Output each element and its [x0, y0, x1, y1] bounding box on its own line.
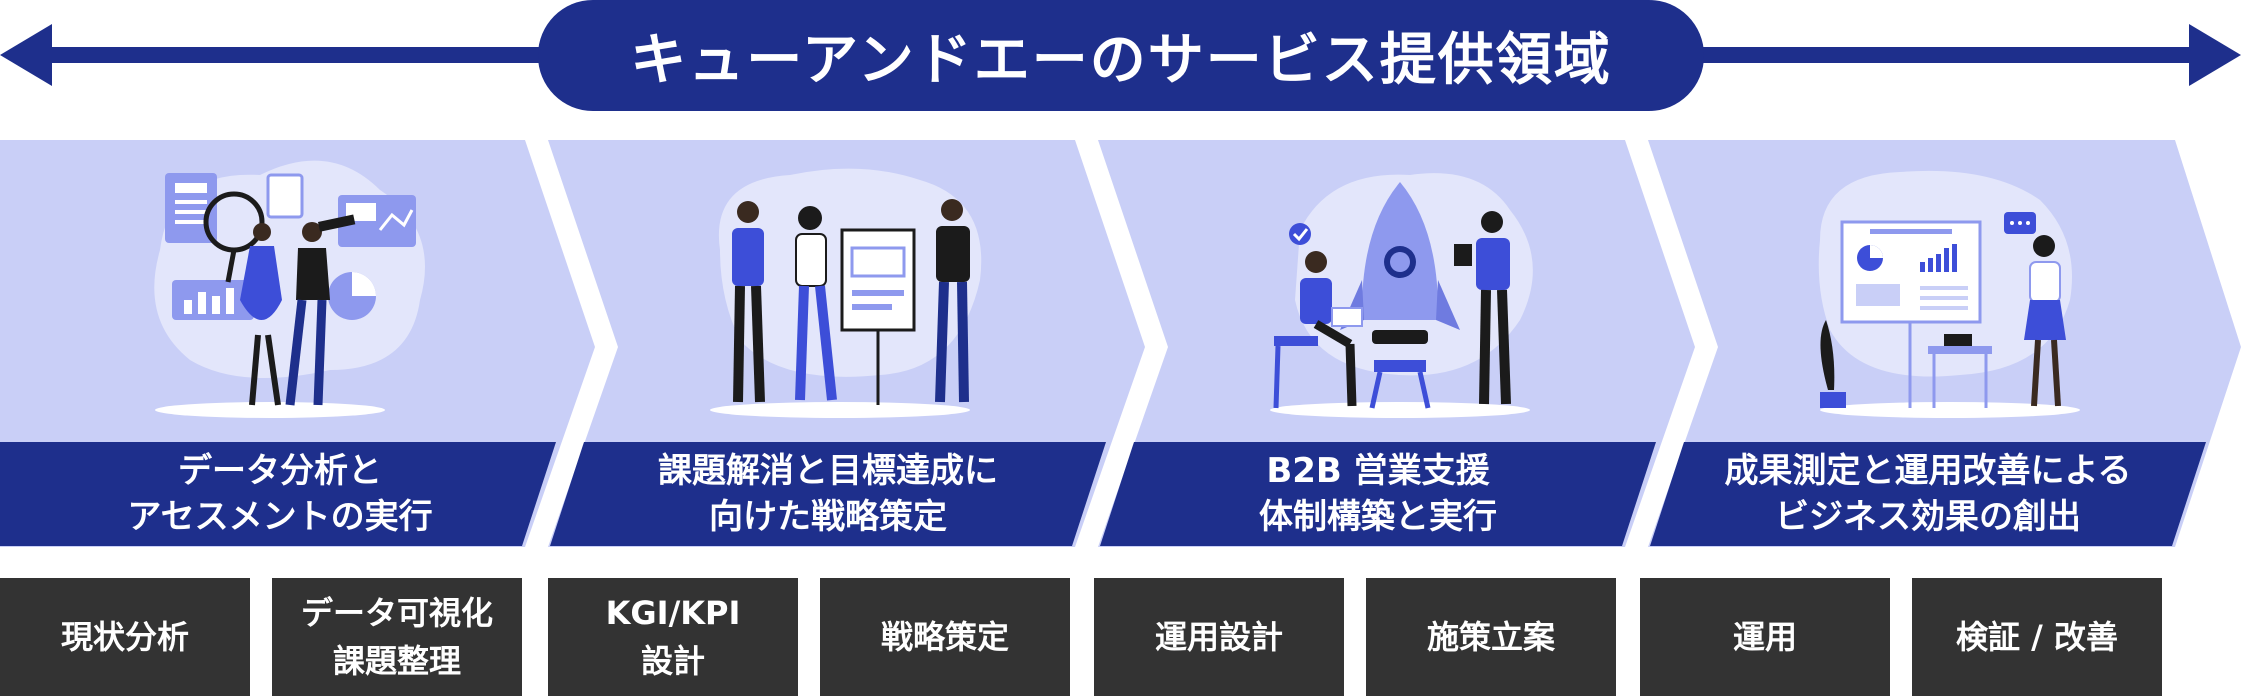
title-pill [538, 0, 1704, 111]
arrow-right-head-icon [2189, 24, 2241, 86]
tag-measure-planning: 施策立案 [1366, 578, 1616, 696]
stage-caption-line: B2B 営業支援 [1266, 451, 1490, 491]
arrow-left-head-icon [0, 24, 52, 86]
tag-line: データ可視化 [300, 594, 493, 632]
tag-kgi-kpi: KGI/KPI 設計 [548, 578, 798, 696]
file-icon [266, 173, 304, 219]
stage-3-caption: B2B 営業支援 体制構築と実行 [1118, 442, 1638, 546]
tag-line: 施策立案 [1426, 618, 1555, 656]
presentation-illustration [1818, 170, 2080, 418]
stage-4-band [1650, 442, 2206, 546]
tag-data-visualization: データ可視化 課題整理 [272, 578, 522, 696]
stage-1-caption: データ分析と アセスメントの実行 [20, 442, 540, 546]
tag-current-analysis: 現状分析 [0, 578, 250, 696]
stage-1-band [0, 442, 556, 546]
tag-line: 設計 [640, 642, 705, 680]
stage-caption-line: アセスメントの実行 [127, 497, 433, 537]
tag-line: 戦略策定 [880, 618, 1009, 656]
tag-operation: 運用 [1640, 578, 1890, 696]
projector-icon [1944, 334, 1972, 346]
tag-verify-improve: 検証 / 改善 [1912, 578, 2162, 696]
page-title: キューアンドエーのサービス提供領域 [630, 28, 1612, 93]
tag-line: 運用 [1732, 618, 1797, 656]
check-badge-icon [1289, 223, 1311, 245]
tag-line: 検証 / 改善 [1956, 618, 2118, 656]
tag-line: KGI/KPI [605, 594, 741, 632]
laptop-icon [1331, 307, 1363, 327]
data-analysis-illustration [154, 160, 425, 418]
tag-line: 運用設計 [1154, 618, 1283, 656]
stage-caption-line: 成果測定と運用改善による [1724, 451, 2132, 491]
tag-strategy: 戦略策定 [820, 578, 1070, 696]
stage-3-band [1100, 442, 1656, 546]
stage-caption-line: 向けた戦略策定 [709, 497, 947, 537]
stage-4-caption: 成果測定と運用改善による ビジネス効果の創出 [1668, 442, 2188, 546]
tag-line: 現状分析 [60, 618, 189, 656]
tablet-icon [1454, 244, 1472, 266]
tag-line: 課題整理 [332, 642, 461, 680]
stage-caption-line: 体制構築と実行 [1259, 497, 1497, 537]
stage-2-caption: 課題解消と目標達成に 向けた戦略策定 [568, 442, 1088, 546]
stage-caption-line: ビジネス効果の創出 [1775, 497, 2081, 537]
strategy-meeting-illustration [710, 168, 982, 418]
flipchart-icon [840, 228, 916, 332]
stage-caption-line: 課題解消と目標達成に [658, 451, 998, 491]
plant-icon [1820, 320, 1835, 390]
stage-2-band [550, 442, 1106, 546]
tag-operation-design: 運用設計 [1094, 578, 1344, 696]
stage-caption-line: データ分析と [178, 451, 382, 491]
rocket-launch-illustration [1270, 173, 1533, 418]
